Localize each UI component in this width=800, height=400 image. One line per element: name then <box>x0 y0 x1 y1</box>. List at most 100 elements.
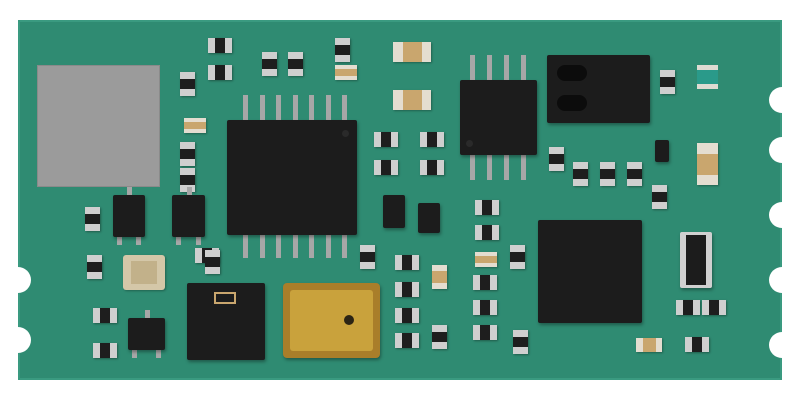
passive-component <box>600 162 615 186</box>
castellated-hole <box>5 327 31 353</box>
passive-component <box>513 330 528 354</box>
capacitor <box>335 65 357 80</box>
passive-component <box>660 70 675 94</box>
passive-component <box>685 337 709 352</box>
ic-pin <box>521 153 526 180</box>
pin1-marker <box>466 140 473 147</box>
ic-pin <box>521 55 526 82</box>
ic-pin <box>342 95 347 122</box>
package-slot <box>557 65 587 81</box>
passive-component <box>374 132 398 147</box>
castellated-hole <box>769 87 795 113</box>
diode <box>418 203 440 233</box>
ic-pin <box>243 233 248 258</box>
sensor-ic <box>187 283 265 360</box>
passive-component <box>208 65 232 80</box>
passive-component <box>549 147 564 171</box>
transistor-lead <box>144 310 150 320</box>
ic-pin <box>243 95 248 122</box>
transistor-lead <box>186 187 192 197</box>
transistor-body <box>172 195 205 237</box>
passive-component <box>395 308 419 323</box>
ic-pin <box>276 233 281 258</box>
resistor-array <box>680 232 712 288</box>
passive-component <box>85 207 100 231</box>
passive-component <box>288 52 303 76</box>
castellated-hole <box>769 137 795 163</box>
passive-component <box>510 245 525 269</box>
power-package <box>547 55 650 123</box>
ic-pin <box>342 233 347 258</box>
passive-component <box>87 255 102 279</box>
capacitor <box>184 118 206 133</box>
capacitor <box>393 42 431 62</box>
passive-component <box>473 325 497 340</box>
passive-component <box>180 72 195 96</box>
passive-component <box>627 162 642 186</box>
passive-component <box>335 38 350 62</box>
mems-port-hole <box>344 315 354 325</box>
passive-component <box>420 132 444 147</box>
passive-component <box>360 245 375 269</box>
diode <box>655 140 669 162</box>
ic-pin <box>470 55 475 82</box>
passive-component <box>432 325 447 349</box>
passive-component <box>180 142 195 166</box>
passive-component <box>395 333 419 348</box>
capacitor <box>475 252 497 267</box>
diode <box>383 195 405 228</box>
ic-pin <box>259 95 265 122</box>
passive-component <box>573 162 588 186</box>
crystal <box>123 255 165 290</box>
transistor-lead <box>127 187 132 197</box>
teal-resistor <box>697 65 718 89</box>
ic-pin <box>504 153 509 180</box>
passive-component <box>676 300 700 315</box>
transistor-body <box>113 195 145 237</box>
castellated-hole <box>769 267 795 293</box>
passive-component <box>395 282 419 297</box>
passive-component <box>93 343 117 358</box>
transistor-lead <box>196 235 201 245</box>
ic-pin <box>487 55 492 82</box>
transistor-lead <box>176 235 181 245</box>
transistor-lead <box>132 348 137 358</box>
mems-lid <box>290 290 373 351</box>
qfn-ic <box>538 220 642 323</box>
passive-component <box>93 308 117 323</box>
ic-pin <box>292 95 298 122</box>
castellated-hole <box>5 267 31 293</box>
sensor-port <box>214 292 236 304</box>
capacitor <box>697 143 718 185</box>
passive-component <box>262 52 277 76</box>
ic-pin <box>504 55 509 82</box>
transistor-lead <box>156 348 161 358</box>
passive-component <box>395 255 419 270</box>
passive-component <box>205 250 220 274</box>
passive-component <box>374 160 398 175</box>
transistor-lead <box>136 235 141 245</box>
transistor-body <box>128 318 165 350</box>
ic-pin <box>292 233 298 258</box>
ic-pin <box>325 95 331 122</box>
ic-pin <box>309 95 314 122</box>
ic-pin <box>325 233 331 258</box>
capacitor <box>636 338 662 352</box>
package-slot <box>557 95 587 111</box>
passive-component <box>475 200 499 215</box>
passive-component <box>473 275 497 290</box>
capacitor <box>393 90 431 110</box>
passive-component <box>702 300 726 315</box>
metal-shield <box>37 65 160 187</box>
ic-pin <box>487 153 492 180</box>
capacitor <box>432 265 447 289</box>
crystal-lid <box>131 261 157 284</box>
castellated-hole <box>769 202 795 228</box>
passive-component <box>208 38 232 53</box>
passive-component <box>473 300 497 315</box>
ic-pin <box>470 153 475 180</box>
transistor-lead <box>117 235 122 245</box>
castellated-hole <box>769 332 795 358</box>
mems-sensor <box>283 283 380 358</box>
pin1-marker <box>342 130 349 137</box>
